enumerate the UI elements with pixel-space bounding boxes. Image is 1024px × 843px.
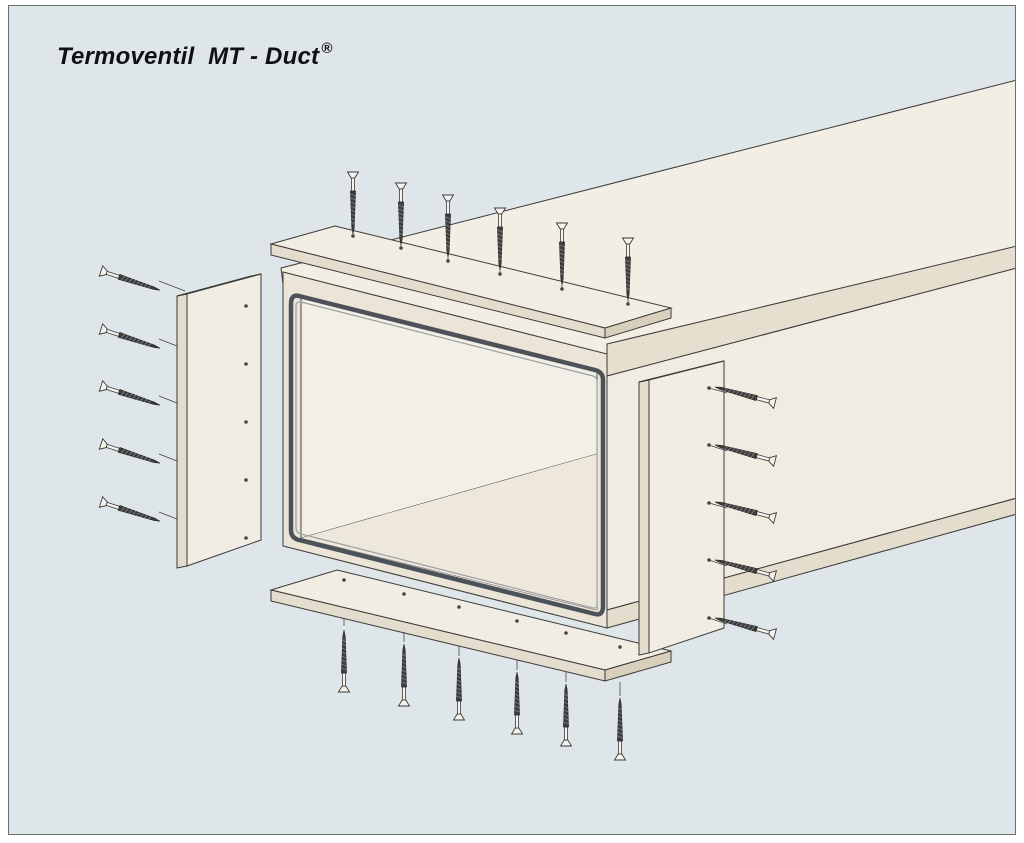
bottom-screws xyxy=(338,618,626,761)
screw-icon xyxy=(98,380,163,411)
screw-icon xyxy=(338,629,350,693)
diagram-title: Termoventil MT - Duct® xyxy=(57,40,333,71)
right-screws xyxy=(708,381,777,640)
registered-mark: ® xyxy=(321,40,333,57)
screw-icon xyxy=(560,683,572,747)
screw-icon xyxy=(98,438,163,469)
screw-icon xyxy=(511,671,523,735)
left-reinforcement-plate xyxy=(176,273,262,569)
left-screws xyxy=(98,265,186,527)
screw-icon xyxy=(453,657,465,721)
title-text: Termoventil MT - Duct xyxy=(57,43,320,70)
exploded-duct-assembly xyxy=(98,79,1015,761)
duct-interior-floor xyxy=(301,454,597,610)
bottom-reinforcement-plate xyxy=(269,569,673,682)
screw-icon xyxy=(347,171,359,235)
screw-icon xyxy=(395,182,407,246)
drawing-frame: Termoventil MT - Duct® xyxy=(8,5,1016,835)
top-screws xyxy=(347,171,634,304)
duct-front-frame xyxy=(282,271,608,629)
right-plate-pilot-holes xyxy=(707,386,711,620)
screw-icon xyxy=(614,697,626,761)
top-reinforcement-plate xyxy=(269,225,673,339)
screw-icon xyxy=(398,643,410,707)
screw-icon xyxy=(98,323,163,354)
left-plate-pilot-holes xyxy=(244,304,248,540)
screw-icon xyxy=(98,496,163,527)
bottom-plate-pilot-holes xyxy=(342,578,622,649)
sealing-gasket xyxy=(288,293,606,617)
right-reinforcement-plate xyxy=(638,360,725,656)
screw-icon xyxy=(98,265,163,296)
